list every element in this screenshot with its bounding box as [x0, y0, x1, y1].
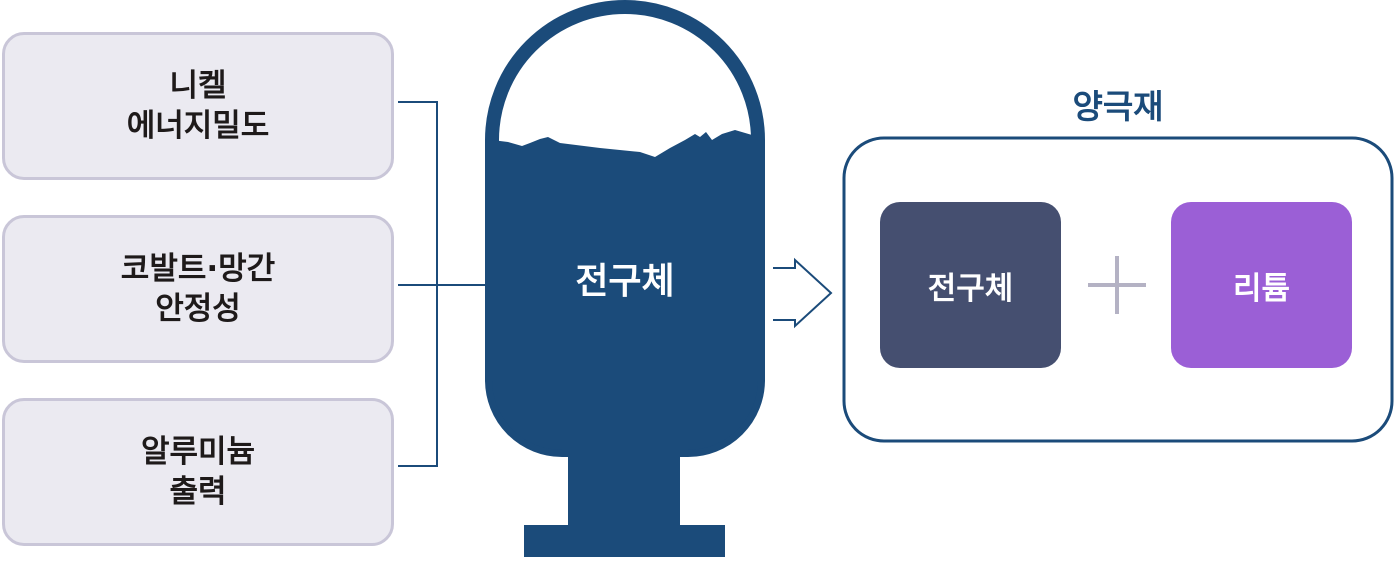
plus-icon: [1088, 256, 1146, 314]
factor-label: 코발트·망간 안정성: [120, 251, 276, 327]
factor-aluminum: 알루미늄 출력: [2, 398, 394, 546]
precursor-tank: [485, 0, 765, 557]
precursor-box: 전구체: [880, 202, 1061, 368]
precursor-label: 전구체: [927, 270, 1014, 307]
factor-label: 알루미늄 출력: [140, 434, 256, 510]
factor-nickel: 니켈 에너지밀도: [2, 32, 394, 180]
arrow-icon: [773, 257, 833, 329]
cathode-box: [842, 136, 1394, 443]
lithium-box: 리튬: [1171, 202, 1352, 368]
factor-label: 니켈 에너지밀도: [126, 68, 270, 144]
connector-lines: [398, 101, 487, 467]
cathode-title: 양극재: [1072, 87, 1164, 126]
tank-label: 전구체: [575, 261, 675, 302]
factor-cobalt-manganese: 코발트·망간 안정성: [2, 215, 394, 363]
lithium-label: 리튬: [1232, 270, 1291, 307]
